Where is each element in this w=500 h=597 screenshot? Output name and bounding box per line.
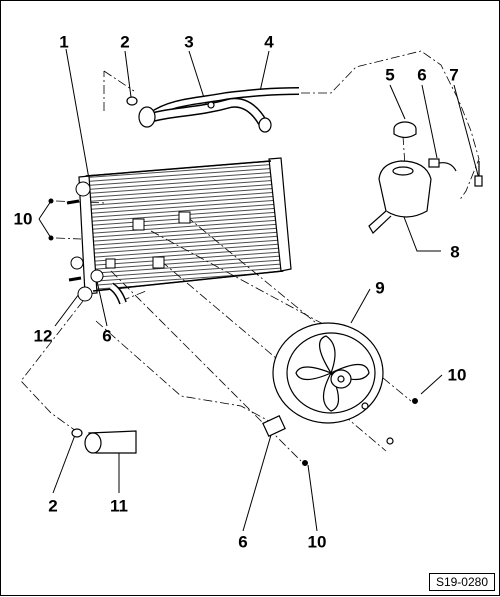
callout-1: 1 xyxy=(59,32,69,52)
expansion-tank-drawing xyxy=(368,121,483,234)
callout-6-left: 6 xyxy=(102,326,112,346)
reference-code: S19-0280 xyxy=(428,573,495,591)
fan-drawing xyxy=(262,322,394,445)
callout-12: 12 xyxy=(33,326,53,346)
bolts xyxy=(48,198,418,466)
callout-2-bottom: 2 xyxy=(48,496,58,516)
callout-5: 5 xyxy=(385,65,395,85)
callout-3: 3 xyxy=(184,32,194,52)
callout-6-bottom: 6 xyxy=(238,532,248,552)
callout-2: 2 xyxy=(120,32,130,52)
callout-10-left: 10 xyxy=(13,209,33,229)
callout-11: 11 xyxy=(110,496,128,516)
lower-hose-drawing xyxy=(71,282,137,454)
callout-8: 8 xyxy=(450,242,460,262)
callout-10-right: 10 xyxy=(447,365,467,385)
radiator-drawing xyxy=(66,157,292,302)
upper-hose-drawing xyxy=(126,87,300,133)
callout-7: 7 xyxy=(449,65,459,85)
callout-4: 4 xyxy=(264,32,274,52)
callout-10-bottom: 10 xyxy=(307,532,327,552)
callout-6-top: 6 xyxy=(417,65,427,85)
callout-9: 9 xyxy=(375,278,385,298)
